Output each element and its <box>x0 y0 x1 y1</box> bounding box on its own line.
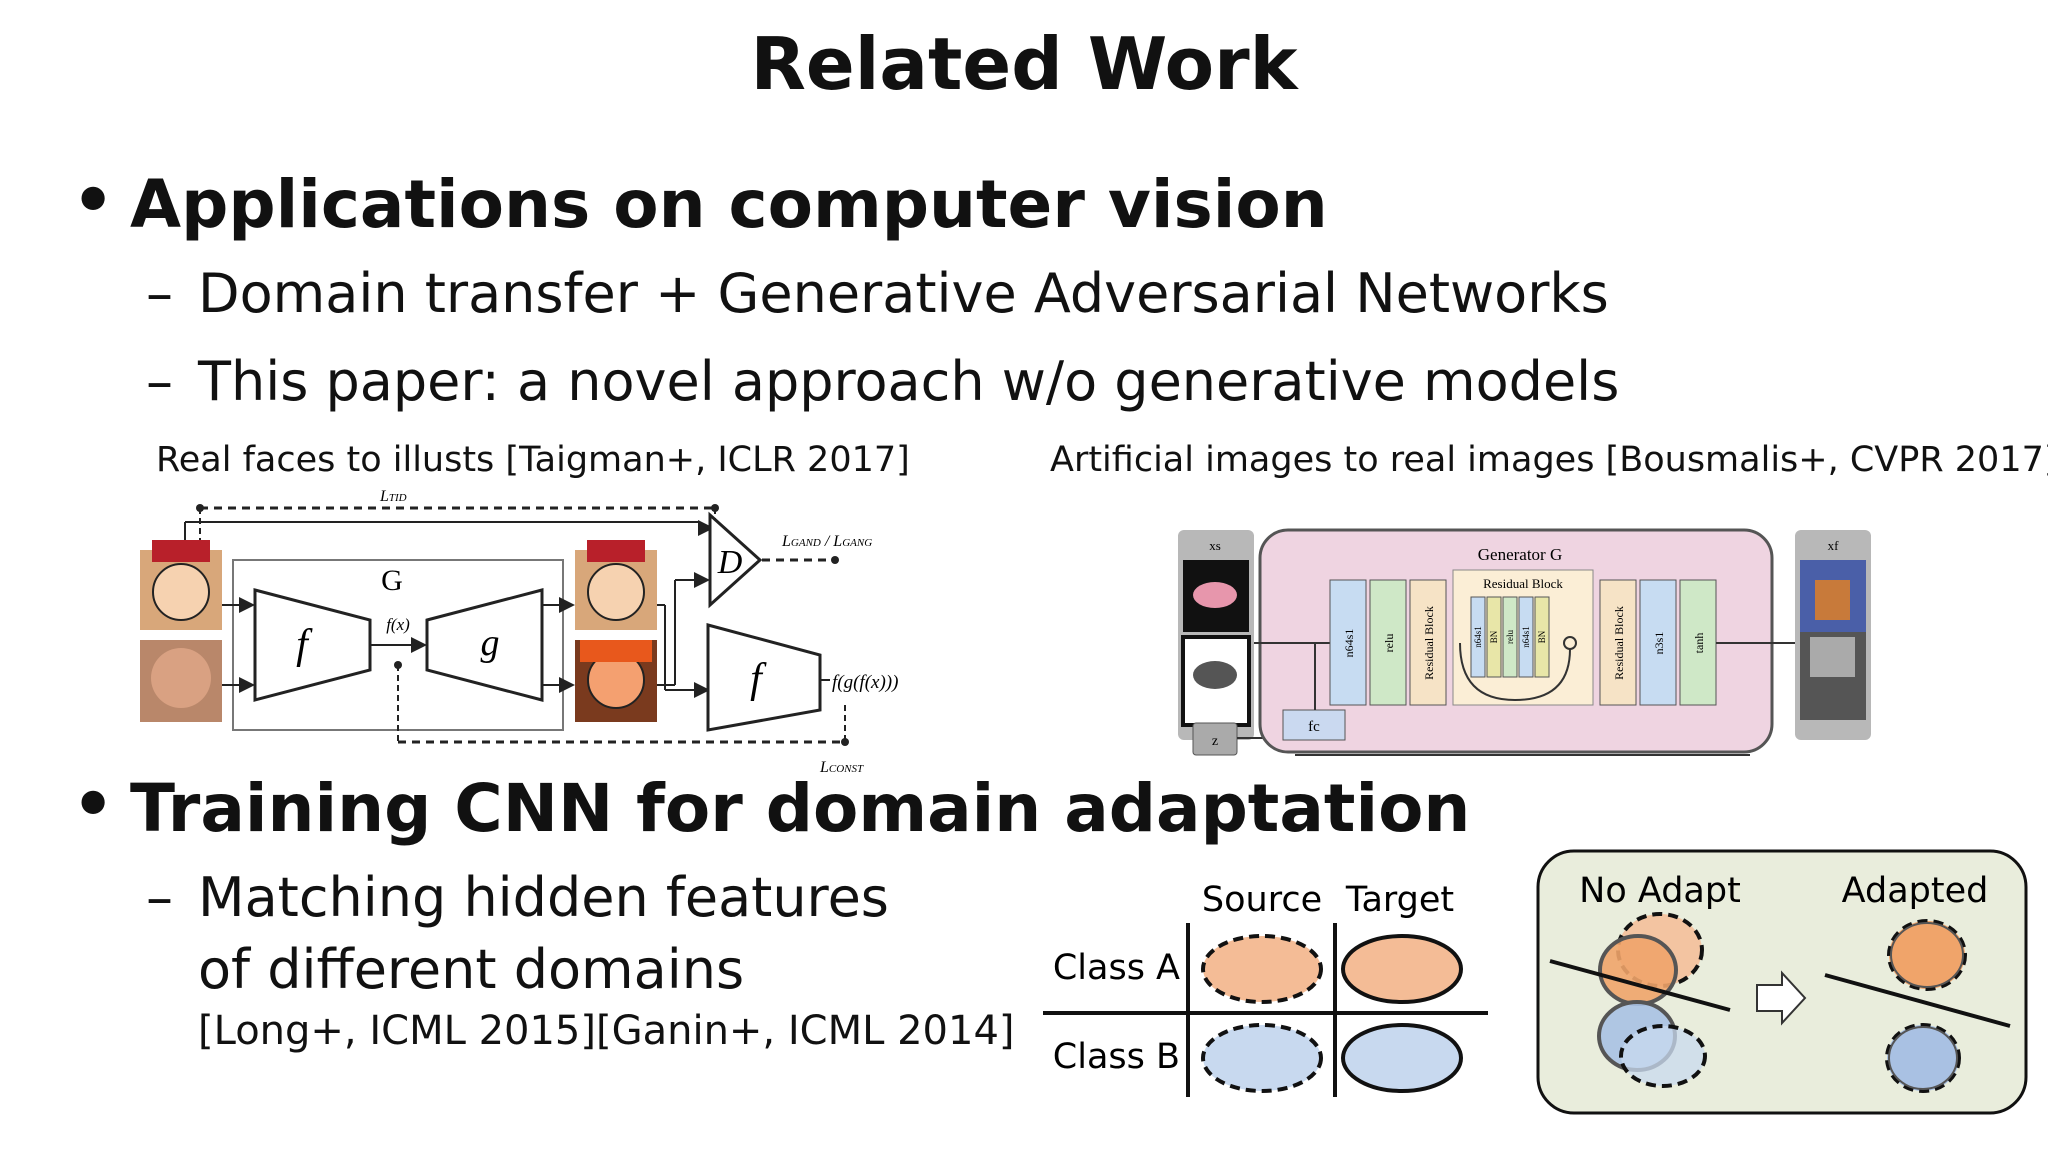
svg-text:xf: xf <box>1828 538 1840 553</box>
sub-item-2-text: This paper: a novel approach w/o generat… <box>198 350 1620 413</box>
fgfx-label: f(g(f(x))) <box>832 672 898 693</box>
svg-text:D: D <box>717 544 743 581</box>
adapted-class-b <box>1885 1023 1961 1093</box>
svg-text:z: z <box>1212 734 1218 749</box>
arrow-icon <box>1756 970 1807 1026</box>
adapted-class-a <box>1887 919 1967 991</box>
fig-pixel-da-generator: xs z Generator G fc n64s1 relu Residual … <box>1178 528 1871 756</box>
grid-col-source: Source <box>1202 880 1322 920</box>
no-adapt-source-b <box>1619 1024 1707 1088</box>
bullet-applications-text: Applications on computer vision <box>130 166 1328 243</box>
sub-item-3: – Matching hidden features <box>146 866 889 929</box>
bullet-training-cnn-text: Training CNN for domain adaptation <box>130 770 1471 847</box>
target-class-b-ellipse <box>1341 1023 1463 1093</box>
l-tid-label: LTID <box>379 488 407 505</box>
fc-layer <box>1282 709 1346 741</box>
caption-right: Artificial images to real images [Bousma… <box>1050 440 2048 480</box>
references: [Long+, ICML 2015][Ganin+, ICML 2014] <box>198 1008 1015 1054</box>
layer-residual-1 <box>1409 579 1447 706</box>
layer-n3s1 <box>1639 579 1677 706</box>
dash: – <box>146 262 173 325</box>
sub-item-3-line2: of different domains <box>198 938 745 1001</box>
svg-text:relu: relu <box>1382 634 1396 653</box>
svg-text:Residual Block: Residual Block <box>1483 576 1563 591</box>
sub-item-1-text: Domain transfer + Generative Adversarial… <box>198 262 1609 325</box>
decoder-g <box>425 588 544 702</box>
svg-text:BN: BN <box>1537 630 1547 643</box>
encoder-f <box>253 588 372 702</box>
svg-text:n64s1: n64s1 <box>1342 629 1356 658</box>
svg-text:Residual Block: Residual Block <box>1612 606 1626 680</box>
svg-text:n64s1: n64s1 <box>1521 626 1531 648</box>
dash: – <box>146 866 173 929</box>
source-target-grid: Source Target Class A Class B <box>1043 880 1488 1097</box>
dash: – <box>146 350 173 413</box>
adapted-label: Adapted <box>1842 871 1989 911</box>
target-class-a-ellipse <box>1341 934 1463 1004</box>
encoder-f-2 <box>706 623 822 732</box>
l-gan-label: LGAND / LGANG <box>781 533 872 550</box>
layer-relu <box>1369 579 1407 706</box>
bullet-dot: • <box>72 162 115 239</box>
layer-n64s1 <box>1329 579 1367 706</box>
svg-text:n64s1: n64s1 <box>1473 626 1483 648</box>
l-const-label: LCONST <box>819 759 864 776</box>
fx-label: f(x) <box>386 615 410 634</box>
no-adapt-boundary <box>1549 959 1731 1012</box>
adapted-boundary <box>1824 973 2011 1028</box>
grid-col-target: Target <box>1345 880 1454 920</box>
generator-label: Generator G <box>1478 545 1563 564</box>
no-adapt-label: No Adapt <box>1579 871 1741 911</box>
svg-text:relu: relu <box>1505 630 1515 644</box>
svg-text:tanh: tanh <box>1692 633 1706 654</box>
svg-text:n3s1: n3s1 <box>1652 632 1666 655</box>
svg-text:BN: BN <box>1489 630 1499 643</box>
grid-row-class-b: Class B <box>1053 1037 1180 1077</box>
fig-domain-transfer-network: LTID G f g f(x) LCONST D LGAND / LGANG f <box>140 488 898 776</box>
svg-text:g: g <box>481 622 500 664</box>
bullet-dot: • <box>72 766 115 843</box>
discriminator-d <box>708 511 763 609</box>
svg-text:fc: fc <box>1308 719 1320 735</box>
svg-text:xs: xs <box>1209 538 1221 553</box>
sub-item-3-line1: Matching hidden features <box>198 866 889 929</box>
layer-residual-2 <box>1599 579 1637 706</box>
grid-row-class-a: Class A <box>1053 948 1180 988</box>
svg-text:Residual Block: Residual Block <box>1422 606 1436 680</box>
caption-left: Real faces to illusts [Taigman+, ICLR 20… <box>156 440 910 480</box>
source-class-b-ellipse <box>1201 1023 1323 1093</box>
adaptation-panel: No Adapt Adapted <box>1536 849 2028 1115</box>
bullet-applications: • Applications on computer vision <box>72 162 1328 243</box>
bullet-training-cnn: • Training CNN for domain adaptation <box>72 766 1471 847</box>
source-class-a-ellipse <box>1201 934 1323 1004</box>
page-title: Related Work <box>750 22 1298 106</box>
sub-item-2: – This paper: a novel approach w/o gener… <box>146 350 1620 413</box>
sub-item-1: – Domain transfer + Generative Adversari… <box>146 262 1609 325</box>
g-label: G <box>381 564 403 597</box>
